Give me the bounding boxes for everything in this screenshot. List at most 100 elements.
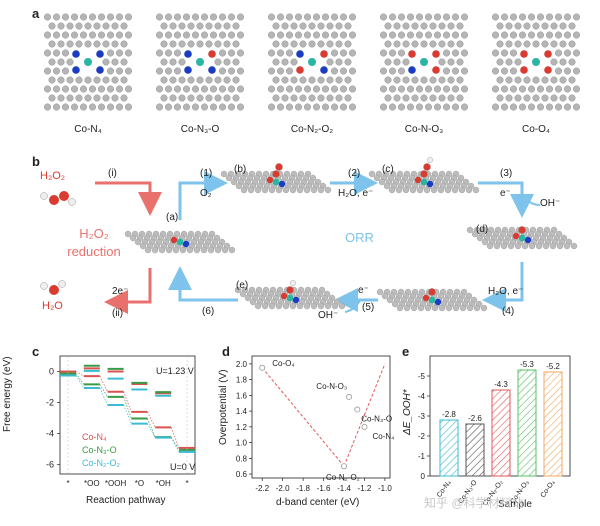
sheet-atom [381, 292, 389, 300]
carbon-atom [559, 40, 567, 48]
carbon-atom [236, 31, 244, 39]
carbon-atom [452, 67, 460, 75]
carbon-atom [416, 103, 424, 111]
carbon-atom [434, 31, 442, 39]
carbon-atom [326, 76, 334, 84]
carbon-atom [555, 67, 563, 75]
e-bar-value: -2.8 [442, 410, 456, 419]
carbon-atom [227, 85, 235, 93]
carbon-atom [492, 31, 500, 39]
sheet-atom [391, 300, 399, 308]
carbon-atom [340, 13, 348, 21]
heteroatom [520, 50, 528, 58]
heteroatom [320, 50, 328, 58]
carbon-atom [505, 58, 513, 66]
e-ytick-label: -3 [418, 412, 426, 421]
carbon-atom [173, 31, 181, 39]
carbon-atom [564, 85, 572, 93]
d-ytick-label: 1.2 [236, 423, 248, 432]
d-ytick-label: 1.0 [236, 439, 248, 448]
cobalt-atom [420, 58, 428, 66]
sheet-atom [409, 186, 417, 194]
sheet-atom [129, 234, 137, 242]
carbon-atom [178, 58, 186, 66]
carbon-atom [425, 31, 433, 39]
carbon-atom [236, 67, 244, 75]
structure-label-3: Co-N-O₃ [404, 124, 444, 135]
heteroatom [544, 50, 552, 58]
e-bar [543, 371, 563, 477]
carbon-atom [48, 22, 56, 30]
carbon-atom [79, 85, 87, 93]
carbon-atom [447, 40, 455, 48]
sheet-atom [471, 230, 479, 238]
state-d-label: (d) [476, 224, 489, 235]
carbon-atom [461, 31, 469, 39]
carbon-atom [182, 103, 190, 111]
carbon-atom [182, 85, 190, 93]
sheet-atom [151, 246, 159, 254]
sheet-atom [124, 230, 132, 238]
carbon-atom [496, 58, 504, 66]
carbon-atom [173, 85, 181, 93]
carbon-atom [443, 49, 451, 57]
sheet-atom [521, 242, 529, 250]
carbon-atom [573, 49, 581, 57]
c-connector [123, 404, 132, 424]
carbon-atom [66, 94, 74, 102]
carbon-atom [196, 94, 204, 102]
carbon-atom [573, 103, 581, 111]
carbon-atom [402, 40, 410, 48]
carbon-atom [57, 22, 65, 30]
carbon-atom [380, 67, 388, 75]
carbon-atom [523, 40, 531, 48]
carbon-atom [349, 103, 357, 111]
carbon-atom [425, 13, 433, 21]
sheet-atom [324, 186, 332, 194]
heteroatom [432, 66, 440, 74]
e-bar [491, 389, 511, 477]
d-ytick-label: 1.6 [236, 391, 248, 400]
sheet-atom [480, 304, 488, 312]
carbon-atom [317, 94, 325, 102]
panel-c-xlabel: Reaction pathway [86, 495, 166, 506]
c-connector [75, 375, 85, 389]
carbon-atom [452, 103, 460, 111]
carbon-atom [48, 58, 56, 66]
carbon-atom [70, 13, 78, 21]
carbon-atom [331, 85, 339, 93]
carbon-atom [402, 76, 410, 84]
carbon-atom [277, 31, 285, 39]
c-connector [170, 437, 180, 451]
carbon-atom [115, 103, 123, 111]
carbon-atom [218, 67, 226, 75]
sheet-atom [368, 170, 376, 178]
carbon-atom [173, 67, 181, 75]
d-volcano-left [261, 367, 345, 467]
carbon-atom [496, 40, 504, 48]
sheet-atom [444, 186, 452, 194]
sheet-atom [459, 304, 467, 312]
e-bar-value: -4.3 [494, 380, 508, 389]
carbon-atom [443, 13, 451, 21]
carbon-atom [452, 31, 460, 39]
carbon-atom [223, 76, 231, 84]
carbon-atom [44, 31, 52, 39]
carbon-atom [53, 13, 61, 21]
carbon-atom [209, 31, 217, 39]
carbon-atom [200, 13, 208, 21]
sheet-atom [172, 246, 180, 254]
carbon-atom [124, 13, 132, 21]
e-bar-label: Co-O₄ [540, 479, 557, 499]
carbon-atom [295, 31, 303, 39]
arrow-i [95, 181, 162, 216]
oh-curl-3 [521, 194, 541, 206]
carbon-atom [308, 76, 316, 84]
adsorbate [420, 170, 428, 178]
carbon-atom [48, 76, 56, 84]
carbon-atom [461, 13, 469, 21]
sheet-atom [239, 290, 247, 298]
d-ytick-label: 0.6 [236, 470, 248, 479]
carbon-atom [398, 49, 406, 57]
